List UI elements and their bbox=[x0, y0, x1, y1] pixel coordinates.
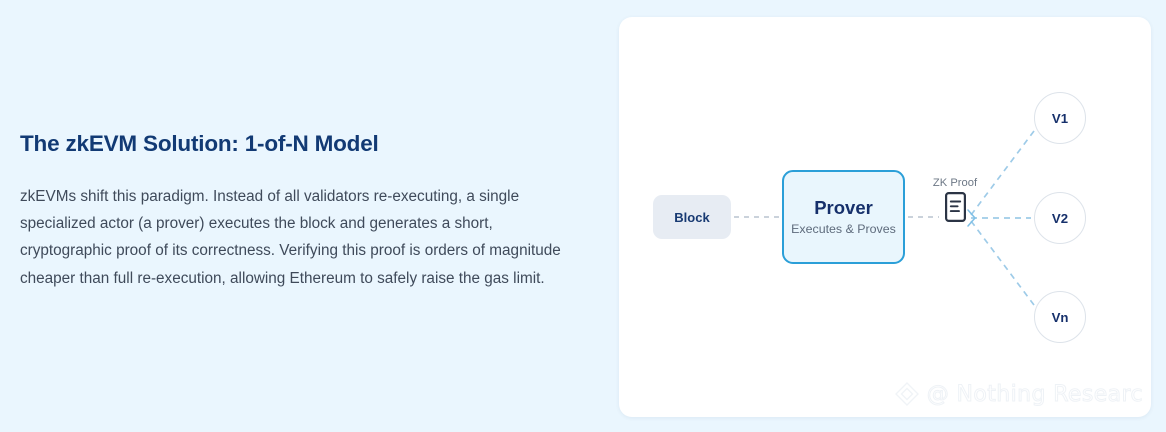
node-prover[interactable]: Prover Executes & Proves bbox=[782, 170, 905, 264]
node-prover-subtitle: Executes & Proves bbox=[791, 221, 896, 236]
validator-label-vn: Vn bbox=[1051, 309, 1069, 325]
node-block-label: Block bbox=[674, 209, 710, 225]
article-paragraph: zkEVMs shift this paradigm. Instead of a… bbox=[20, 188, 561, 287]
page-title: The zkEVM Solution: 1-of-N Model bbox=[20, 131, 379, 156]
validator-node-v1[interactable]: V1 bbox=[1034, 92, 1086, 144]
article-text-column: The zkEVM Solution: 1-of-N Model zkEVMs … bbox=[20, 130, 580, 292]
document-icon bbox=[944, 192, 966, 223]
zk-proof-group: ZK Proof bbox=[920, 177, 990, 223]
node-prover-title: Prover bbox=[814, 197, 873, 219]
node-block[interactable]: Block bbox=[653, 195, 731, 239]
validator-label-v1: V1 bbox=[1051, 110, 1069, 126]
validator-node-v2[interactable]: V2 bbox=[1034, 192, 1086, 244]
connector-lines bbox=[734, 126, 1038, 310]
validator-label-v2: V2 bbox=[1051, 210, 1069, 226]
validator-node-vn[interactable]: Vn bbox=[1034, 291, 1086, 343]
zk-proof-label: ZK Proof bbox=[932, 177, 978, 189]
diagram-canvas: Block Prover Executes & Proves ZK Proof … bbox=[619, 17, 1151, 417]
diagram-card: Block Prover Executes & Proves ZK Proof … bbox=[619, 17, 1151, 417]
